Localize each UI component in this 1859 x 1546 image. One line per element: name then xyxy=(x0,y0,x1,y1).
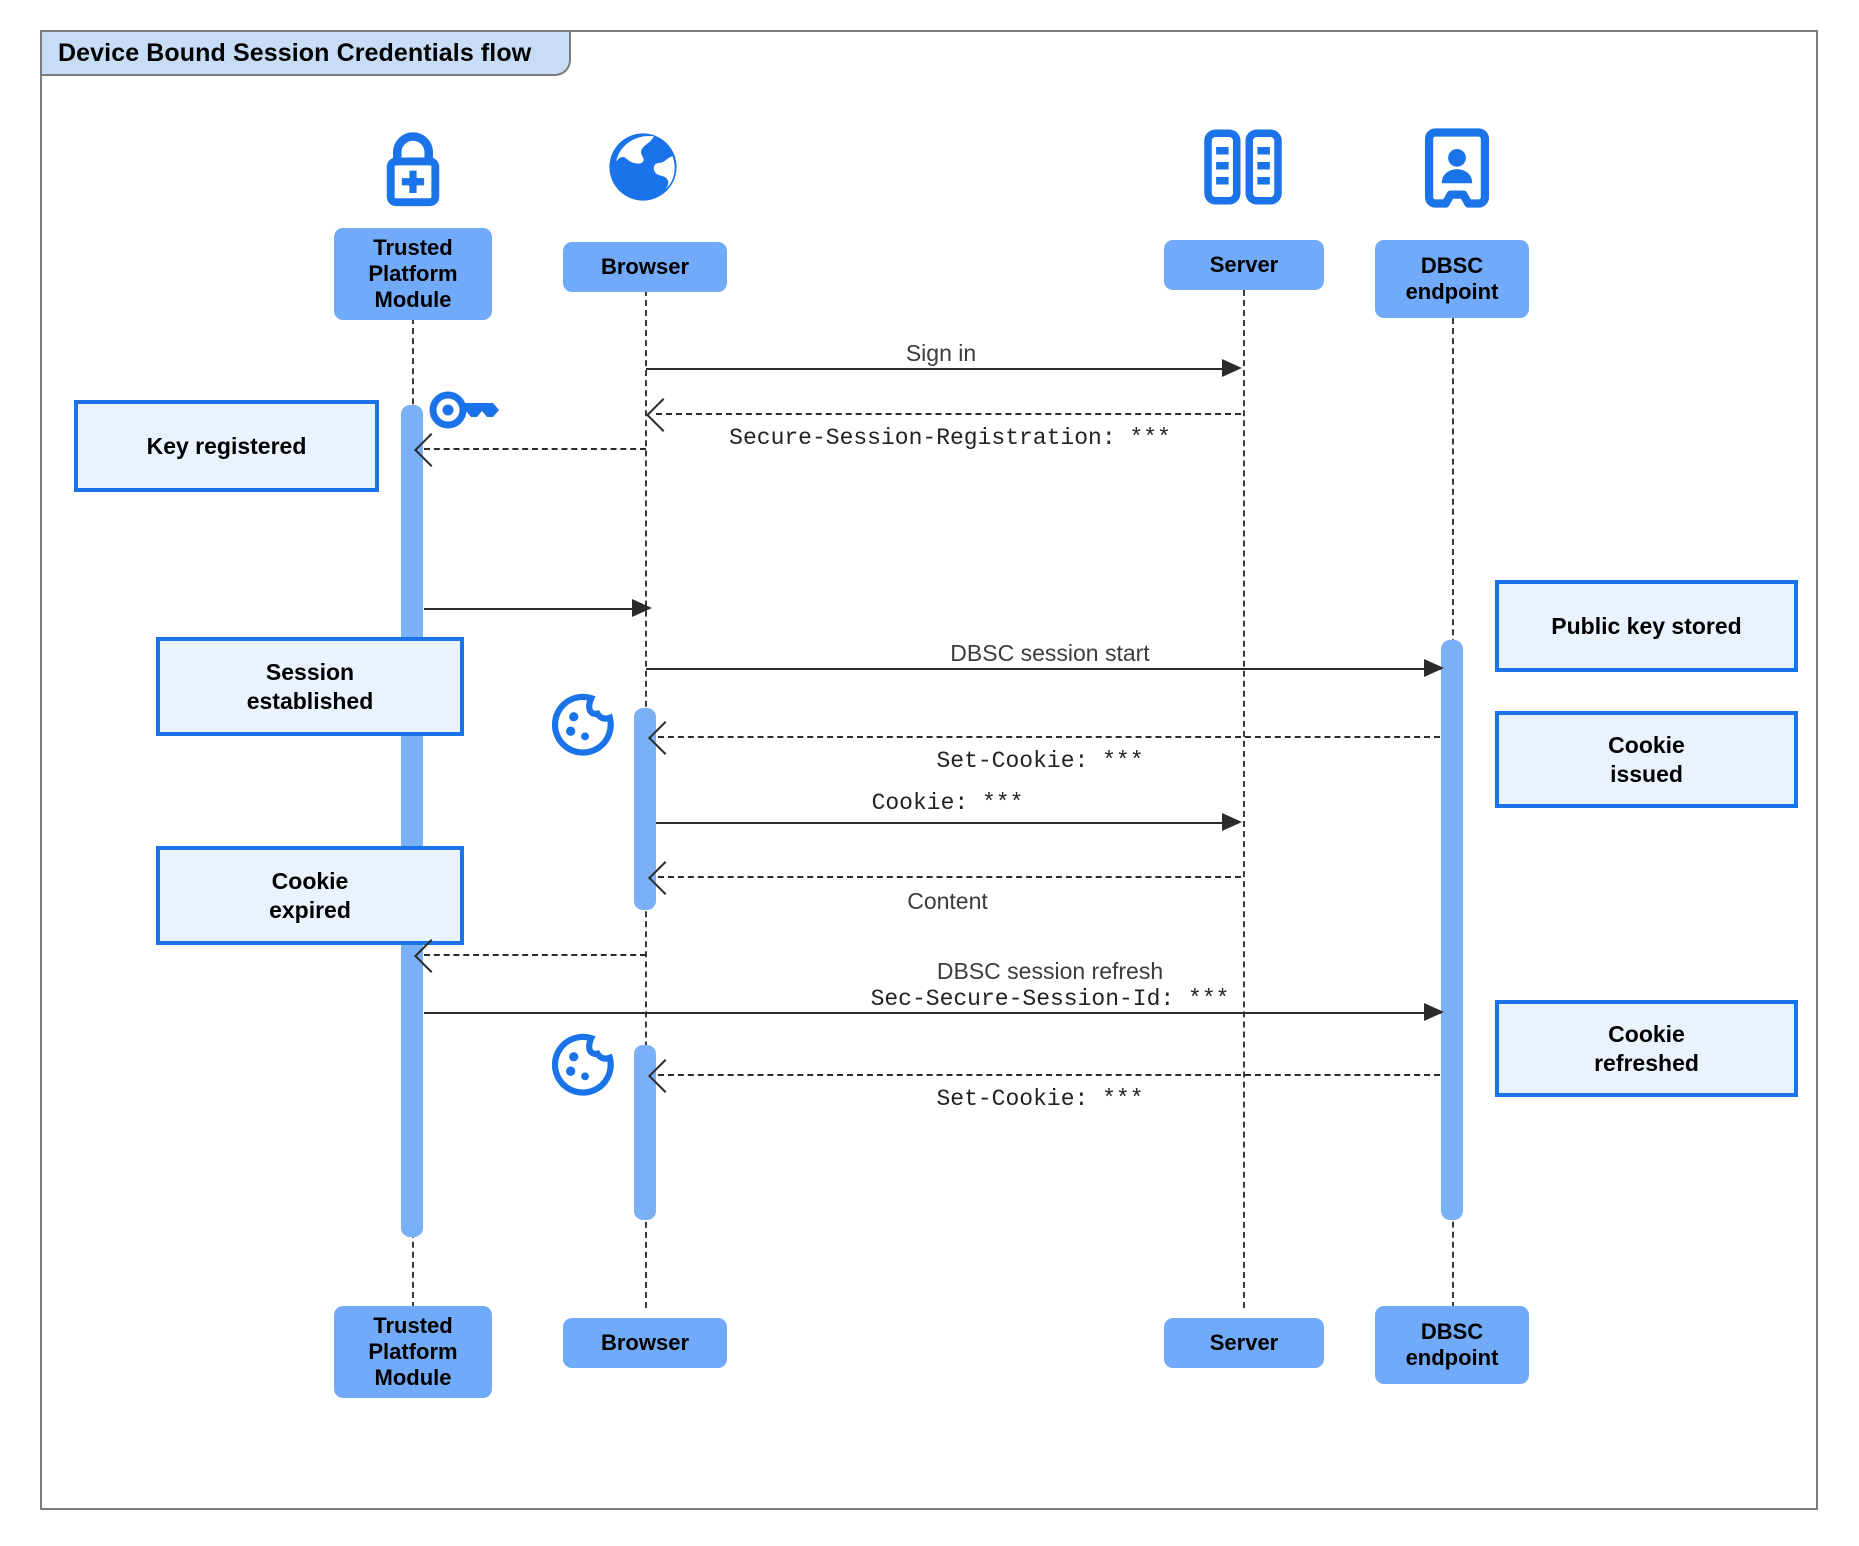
message-line-browser-to-tpm xyxy=(424,954,646,956)
globe-icon xyxy=(600,124,686,215)
note-key-registered: Key registered xyxy=(74,400,379,492)
message-line-registration-to-tpm xyxy=(424,448,646,450)
message-label-set-cookie-1: Set-Cookie: *** xyxy=(936,748,1144,774)
activation-bar-dbsc xyxy=(1441,640,1463,1220)
participant-server-top[interactable]: Server xyxy=(1164,240,1324,290)
note-text-line: established xyxy=(246,687,374,714)
message-label-set-cookie-2: Set-Cookie: *** xyxy=(936,1086,1144,1112)
lifeline-server xyxy=(1243,290,1245,1308)
note-text: Public key stored xyxy=(1551,612,1742,639)
participant-label-line: Platform xyxy=(368,1339,458,1365)
arrowhead-tpm-to-browser xyxy=(632,599,652,617)
message-label-content: Content xyxy=(907,888,988,914)
server-rack-icon xyxy=(1200,127,1286,212)
participant-dbsc-bottom[interactable]: DBSC endpoint xyxy=(1375,1306,1529,1384)
note-cookie-issued: Cookie issued xyxy=(1495,711,1798,808)
participant-label-line: endpoint xyxy=(1405,279,1499,304)
note-session-established: Session established xyxy=(156,637,464,736)
lock-plus-icon xyxy=(371,126,455,215)
participant-label-line: Trusted xyxy=(373,1313,453,1339)
note-text-line: issued xyxy=(1610,760,1683,787)
arrowhead-dbsc-session-start xyxy=(1424,659,1444,677)
id-badge-icon xyxy=(1424,127,1490,214)
note-text-line: Cookie xyxy=(1608,1020,1685,1047)
participant-label-line: endpoint xyxy=(1405,1345,1499,1370)
message-line-set-cookie-2 xyxy=(658,1074,1440,1076)
message-label-sign-in: Sign in xyxy=(905,340,977,366)
message-line-secure-session-registration xyxy=(656,413,1241,415)
participant-label: Server xyxy=(1209,1330,1279,1356)
participant-browser-top[interactable]: Browser xyxy=(563,242,727,292)
message-label-dbsc-session-start: DBSC session start xyxy=(950,640,1150,666)
activation-bar-browser-2 xyxy=(634,1045,656,1220)
note-cookie-expired: Cookie expired xyxy=(156,846,464,945)
note-text-line: Cookie xyxy=(271,867,349,894)
participant-label: Browser xyxy=(600,254,690,280)
message-line-dbsc-session-start xyxy=(646,668,1441,670)
message-label-cookie: Cookie: *** xyxy=(871,790,1024,816)
message-label-secure-session-registration: Secure-Session-Registration: *** xyxy=(729,425,1171,451)
participant-label: Browser xyxy=(600,1330,690,1356)
participant-label-line: Trusted xyxy=(373,235,453,261)
note-public-key-stored: Public key stored xyxy=(1495,580,1798,672)
note-cookie-refreshed: Cookie refreshed xyxy=(1495,1000,1798,1097)
participant-dbsc-top[interactable]: DBSC endpoint xyxy=(1375,240,1529,318)
participant-label-line: DBSC xyxy=(1420,253,1484,279)
participant-server-bottom[interactable]: Server xyxy=(1164,1318,1324,1368)
note-text-line: Session xyxy=(265,658,355,685)
note-text-line: expired xyxy=(269,896,351,923)
message-line-tpm-to-browser xyxy=(424,608,646,610)
cookie-icon xyxy=(550,1032,616,1103)
arrowhead-sign-in xyxy=(1222,359,1242,377)
participant-label-line: Module xyxy=(374,1364,452,1390)
activation-bar-browser-1 xyxy=(634,708,656,910)
note-text: Key registered xyxy=(146,432,307,459)
cookie-icon xyxy=(550,692,616,763)
diagram-title: Device Bound Session Credentials flow xyxy=(58,38,532,67)
message-label-sec-secure-session-id: Sec-Secure-Session-Id: *** xyxy=(870,986,1230,1012)
participant-browser-bottom[interactable]: Browser xyxy=(563,1318,727,1368)
frame-title-tab: Device Bound Session Credentials flow xyxy=(42,32,572,76)
participant-label-line: Platform xyxy=(368,261,458,287)
activation-bar-tpm xyxy=(401,405,423,1237)
message-line-cookie xyxy=(656,822,1236,824)
arrowhead-cookie xyxy=(1222,813,1242,831)
participant-label-line: Module xyxy=(374,286,452,312)
note-text-line: refreshed xyxy=(1594,1049,1699,1076)
message-line-set-cookie-1 xyxy=(658,736,1440,738)
message-label-dbsc-session-refresh: DBSC session refresh xyxy=(936,958,1164,984)
participant-label-line: DBSC xyxy=(1420,1319,1484,1345)
participant-label: Server xyxy=(1209,252,1279,278)
participant-tpm-top[interactable]: Trusted Platform Module xyxy=(334,228,492,320)
message-line-sign-in xyxy=(646,368,1236,370)
participant-tpm-bottom[interactable]: Trusted Platform Module xyxy=(334,1306,492,1398)
message-line-content xyxy=(658,876,1241,878)
note-text-line: Cookie xyxy=(1608,731,1685,758)
key-icon xyxy=(428,386,502,439)
arrowhead-dbsc-session-refresh xyxy=(1424,1003,1444,1021)
message-line-dbsc-session-refresh xyxy=(424,1012,1441,1014)
